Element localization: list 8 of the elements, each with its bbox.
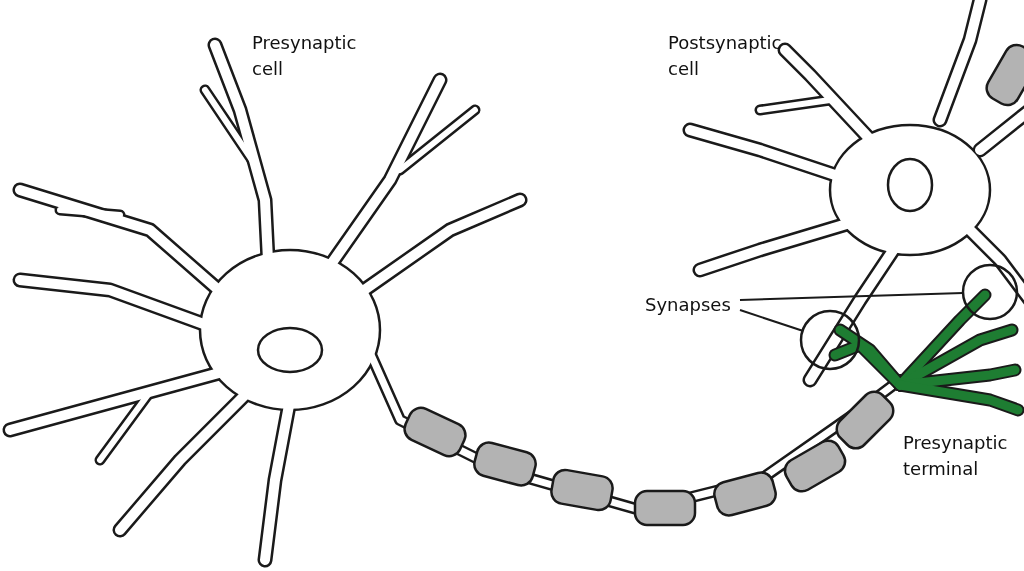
leader-line (739, 291, 964, 301)
synapse-circle (799, 309, 861, 371)
part-label: Postsynaptic cell (668, 31, 783, 81)
part-label: Presynaptic cell (252, 31, 358, 81)
part-label: Presynaptic terminal (903, 431, 1009, 481)
synapse-circle (961, 263, 1019, 321)
leader-line (739, 309, 804, 332)
callout-label: Synapses (645, 292, 745, 318)
